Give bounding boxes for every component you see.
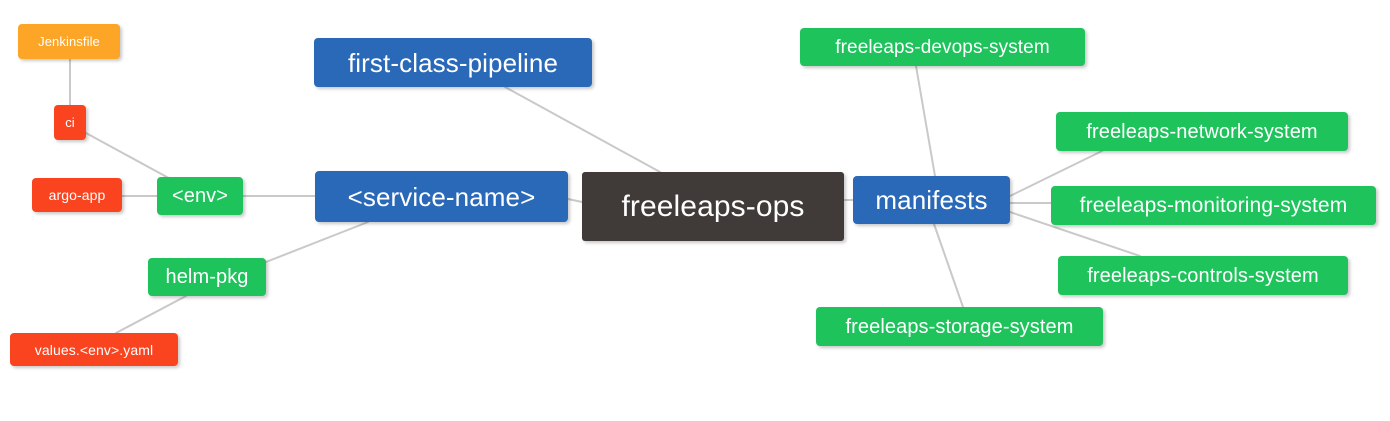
mindmap-node-argo-app[interactable]: argo-app — [32, 178, 122, 212]
mindmap-node-network-sys[interactable]: freeleaps-network-system — [1056, 112, 1348, 151]
mindmap-edge-service-name-to-root — [567, 198, 583, 203]
mindmap-node-values-yaml[interactable]: values.<env>.yaml — [10, 333, 178, 366]
mindmap-node-ci[interactable]: ci — [54, 105, 86, 140]
mindmap-node-storage-sys[interactable]: freeleaps-storage-system — [816, 307, 1103, 346]
mindmap-edge-helm-pkg-to-values-yaml — [115, 295, 187, 334]
mindmap-edge-service-name-to-helm-pkg — [265, 221, 369, 263]
mindmap-node-jenkinsfile[interactable]: Jenkinsfile — [18, 24, 120, 59]
mindmap-edge-ci-to-env — [85, 132, 177, 183]
mindmap-node-root[interactable]: freeleaps-ops — [582, 172, 844, 241]
mindmap-node-first-class[interactable]: first-class-pipeline — [314, 38, 592, 87]
mindmap-node-monitoring-sys[interactable]: freeleaps-monitoring-system — [1051, 186, 1376, 225]
mindmap-node-service-name[interactable]: <service-name> — [315, 171, 568, 222]
mindmap-edge-manifests-to-devops-sys — [915, 65, 936, 177]
mindmap-node-env[interactable]: <env> — [157, 177, 243, 215]
mindmap-node-controls-sys[interactable]: freeleaps-controls-system — [1058, 256, 1348, 295]
mindmap-node-helm-pkg[interactable]: helm-pkg — [148, 258, 266, 296]
mindmap-node-devops-sys[interactable]: freeleaps-devops-system — [800, 28, 1085, 66]
mindmap-node-manifests[interactable]: manifests — [853, 176, 1010, 224]
mindmap-edge-manifests-to-storage-sys — [933, 223, 964, 308]
mindmap-edge-first-class-to-root — [504, 86, 661, 173]
